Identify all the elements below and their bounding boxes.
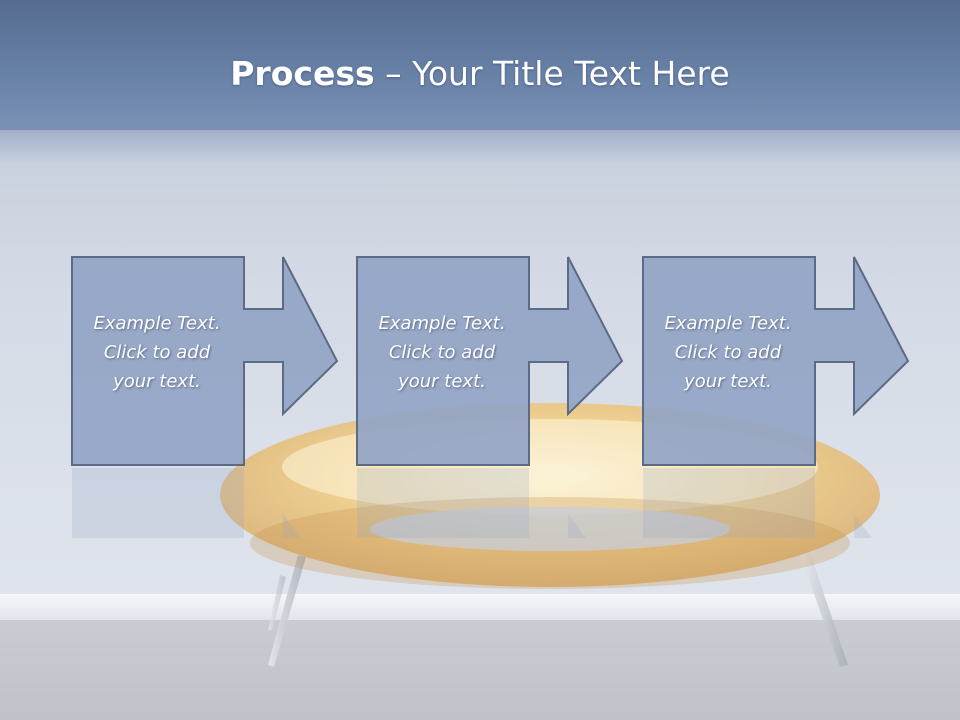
step-text-line2: Click to add	[103, 342, 211, 363]
process-step-2[interactable]: Example Text. Click to add your text.	[356, 256, 628, 466]
process-step-3[interactable]: Example Text. Click to add your text.	[642, 256, 914, 466]
step-text: Example Text. Click to add your text.	[356, 309, 528, 396]
step-3-reflection	[643, 468, 872, 538]
floor	[0, 620, 960, 720]
step-text-line3: your text.	[113, 371, 201, 392]
arrow-shape	[71, 256, 339, 466]
baseboard	[0, 594, 960, 620]
slide-title[interactable]: Process – Your Title Text Here	[0, 52, 960, 96]
step-1-reflection	[72, 468, 301, 538]
title-bold-part: Process	[230, 54, 375, 93]
step-2-reflection	[357, 468, 586, 538]
step-text: Example Text. Click to add your text.	[642, 309, 814, 396]
title-rest-part: – Your Title Text Here	[374, 54, 730, 93]
header-fade	[0, 125, 960, 165]
step-text-line3: your text.	[398, 371, 486, 392]
step-text-line2: Click to add	[388, 342, 496, 363]
process-step-1[interactable]: Example Text. Click to add your text.	[71, 256, 343, 466]
arrow-shape	[356, 256, 624, 466]
step-text-line3: your text.	[684, 371, 772, 392]
step-text-line1: Example Text.	[664, 313, 792, 334]
arrow-shape	[642, 256, 910, 466]
step-text-line1: Example Text.	[378, 313, 506, 334]
step-text: Example Text. Click to add your text.	[71, 309, 243, 396]
step-text-line1: Example Text.	[93, 313, 221, 334]
step-text-line2: Click to add	[674, 342, 782, 363]
header-band	[0, 0, 960, 130]
